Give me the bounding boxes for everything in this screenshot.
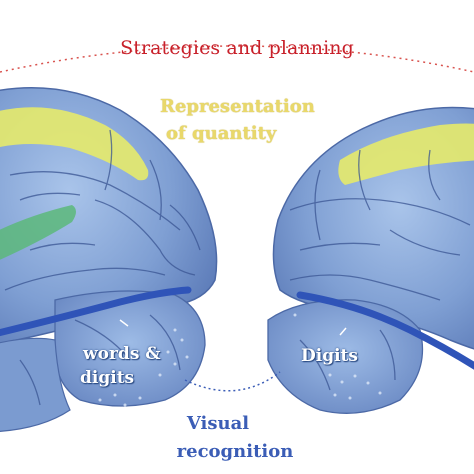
words-digits-line1: words &	[83, 344, 161, 364]
words-digits-line2: digits	[80, 368, 135, 388]
digits-label: Digits	[301, 346, 358, 366]
quantity-label-line2: of quantity	[166, 123, 277, 144]
quantity-label: Representation of quantity	[160, 93, 315, 147]
strategies-label: Strategies and planning	[120, 37, 354, 59]
visual-recognition-line1: Visual	[186, 413, 250, 434]
right-hemisphere	[267, 106, 474, 414]
visual-arc	[184, 371, 281, 392]
visual-recognition-label: Visual recognition	[160, 410, 310, 466]
quantity-label-line1: Representation	[160, 96, 315, 117]
words-digits-label: words & digits	[80, 342, 161, 390]
left-hemisphere	[0, 87, 218, 433]
visual-recognition-line2: recognition	[176, 441, 294, 462]
